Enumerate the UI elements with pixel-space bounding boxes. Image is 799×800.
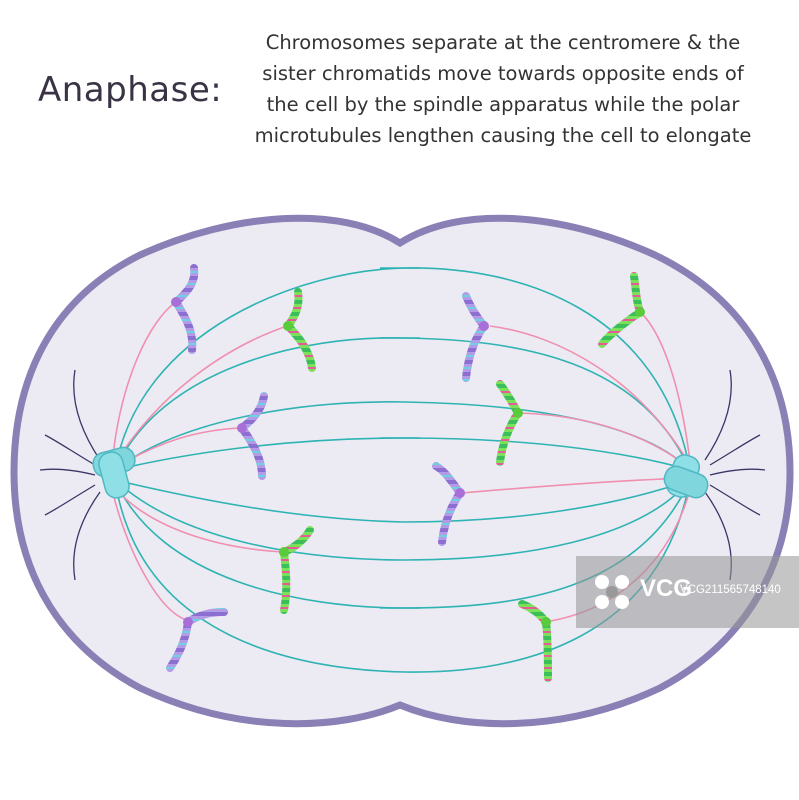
- watermark: VCG VCG211565748140: [576, 556, 799, 628]
- chromatid-green-3: [496, 380, 523, 466]
- chromatid-purple-4: [462, 292, 489, 382]
- description-line-4: microtubules lengthen causing the cell t…: [254, 124, 752, 147]
- description-line-2: sister chromatids move towards opposite …: [262, 62, 744, 85]
- watermark-id: VCG211565748140: [680, 584, 781, 596]
- page-title: Anaphase:: [38, 70, 223, 110]
- astral-microtubules: [39, 369, 766, 581]
- chromatid-purple-5: [432, 462, 465, 546]
- chromatid-purple-3: [166, 608, 228, 672]
- kinetochore-microtubules: [111, 301, 691, 623]
- centrosome-left: [92, 446, 136, 499]
- centrosome-right: [663, 454, 709, 499]
- chromatid-green-5: [518, 600, 552, 682]
- watermark-brand: VCG: [640, 575, 693, 602]
- watermark-logo-icon: [595, 575, 629, 609]
- chromatid-purple-1: [171, 264, 199, 354]
- chromatid-green-2: [279, 526, 314, 614]
- chromatid-green-1: [283, 288, 316, 372]
- description-line-1: Chromosomes separate at the centromere &…: [265, 31, 741, 54]
- chromatid-purple-2: [237, 392, 268, 480]
- chromatid-green-4: [598, 272, 645, 348]
- description: Chromosomes separate at the centromere &…: [238, 27, 768, 151]
- description-line-3: the cell by the spindle apparatus while …: [266, 93, 740, 116]
